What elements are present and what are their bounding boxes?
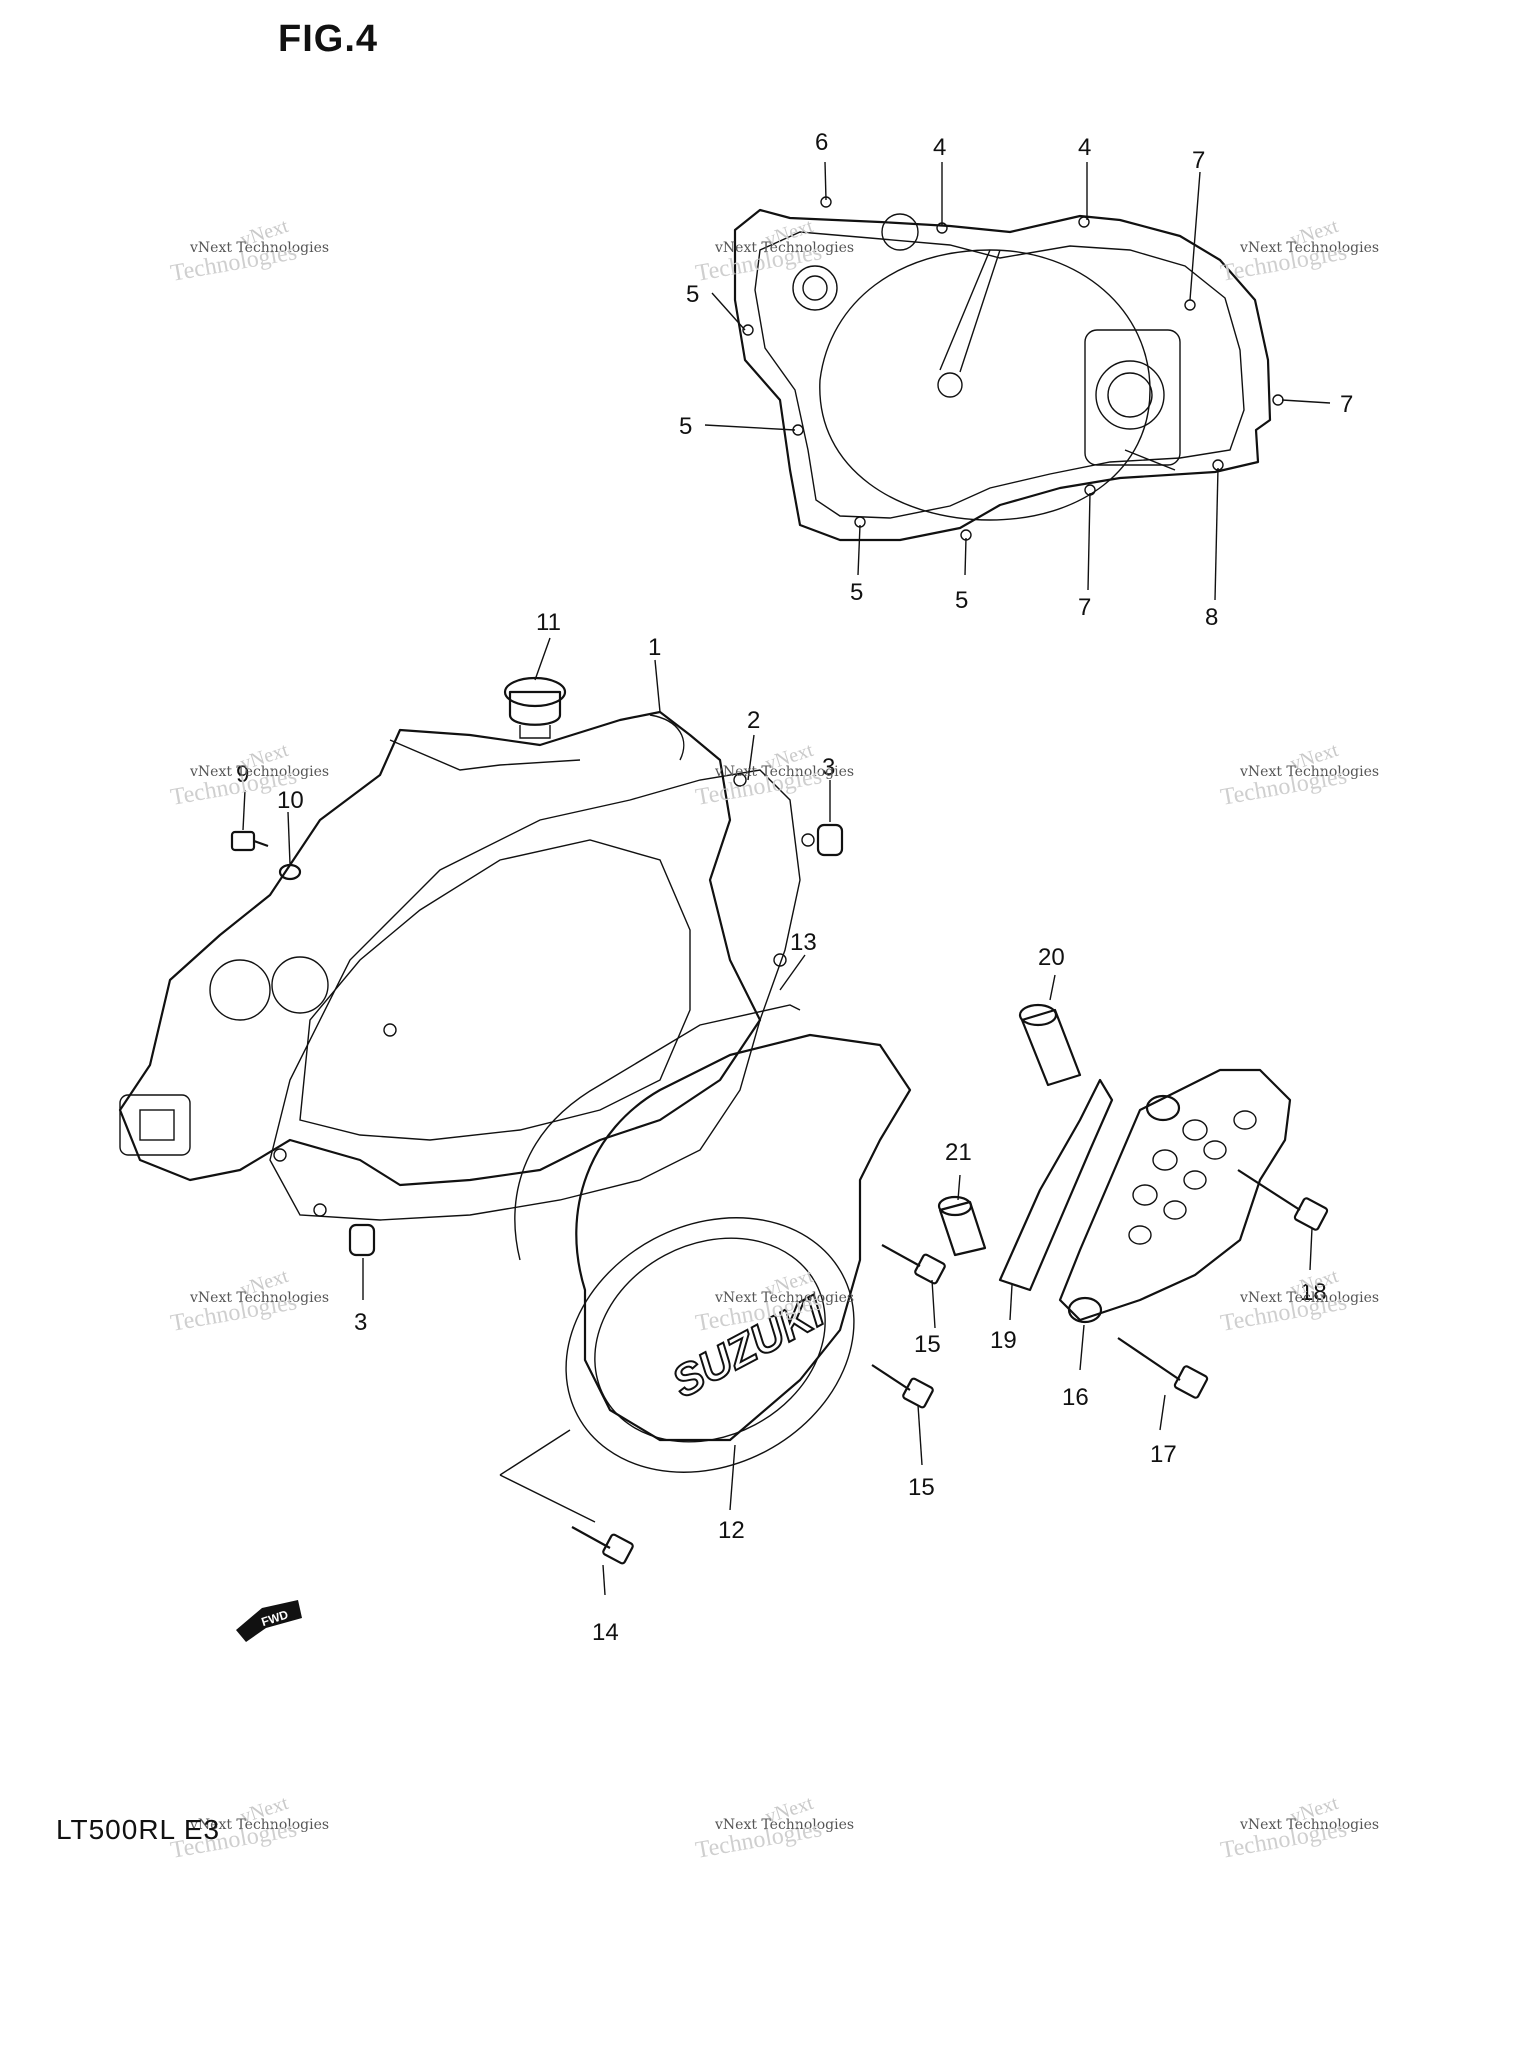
- callout-14: 14: [592, 1619, 619, 1646]
- callout-3: 3: [822, 754, 835, 781]
- callout-12: 12: [718, 1517, 745, 1544]
- bolt-14: [571, 1526, 634, 1565]
- oil-filler-cap: [503, 676, 567, 739]
- magneto-cover: [514, 1004, 912, 1473]
- callout-7: 7: [1078, 594, 1091, 621]
- bolt-9: [230, 830, 269, 852]
- forward-direction-arrow: [236, 1600, 302, 1642]
- callout-labels: 6 4 4 7 5 5 5 5 7 8 7 11 1 2 3 9 10 13 2…: [236, 129, 1353, 1646]
- callout-4: 4: [933, 134, 946, 161]
- callout-17: 17: [1150, 1441, 1177, 1468]
- callout-19: 19: [990, 1327, 1017, 1354]
- callout-15: 15: [914, 1331, 941, 1358]
- callout-10: 10: [277, 787, 304, 814]
- callout-1: 1: [648, 634, 661, 661]
- sprocket-guard: [1058, 1068, 1292, 1324]
- callout-18: 18: [1300, 1279, 1327, 1306]
- suzuki-emblem: SUZUKI: [664, 1287, 832, 1408]
- bolt-15-upper: [881, 1244, 946, 1285]
- callout-5: 5: [955, 587, 968, 614]
- bolt-15-lower: [871, 1364, 934, 1409]
- washer-10: [278, 863, 302, 881]
- model-code: LT500RL E3: [56, 1814, 221, 1845]
- callout-21: 21: [945, 1139, 972, 1166]
- callout-4: 4: [1078, 134, 1091, 161]
- bolt-17: [1117, 1337, 1209, 1399]
- inner-cover-gasket: [733, 196, 1284, 542]
- callout-11: 11: [536, 609, 561, 636]
- callout-15: 15: [908, 1474, 935, 1501]
- callout-9: 9: [236, 761, 249, 788]
- callout-16: 16: [1062, 1384, 1089, 1411]
- spacer-21: [937, 1195, 987, 1257]
- callout-13: 13: [790, 929, 817, 956]
- callout-2: 2: [747, 707, 760, 734]
- callout-7: 7: [1340, 391, 1353, 418]
- callout-6: 6: [815, 129, 828, 156]
- callout-5: 5: [850, 579, 863, 606]
- callout-8: 8: [1205, 604, 1218, 631]
- callout-20: 20: [1038, 944, 1065, 971]
- figure-title: FIG.4: [278, 18, 379, 60]
- spacer-20: [1018, 1003, 1082, 1087]
- callout-3: 3: [354, 1309, 367, 1336]
- dowel-pin: [348, 823, 844, 1257]
- bolt-18: [1237, 1169, 1329, 1231]
- leader-lines: [242, 161, 1331, 1596]
- crankcase-cover: [118, 710, 762, 1187]
- callout-5: 5: [686, 281, 699, 308]
- callout-7: 7: [1192, 147, 1205, 174]
- cover-gasket: [269, 769, 815, 1221]
- callout-5: 5: [679, 413, 692, 440]
- guard-gasket: [998, 1078, 1114, 1292]
